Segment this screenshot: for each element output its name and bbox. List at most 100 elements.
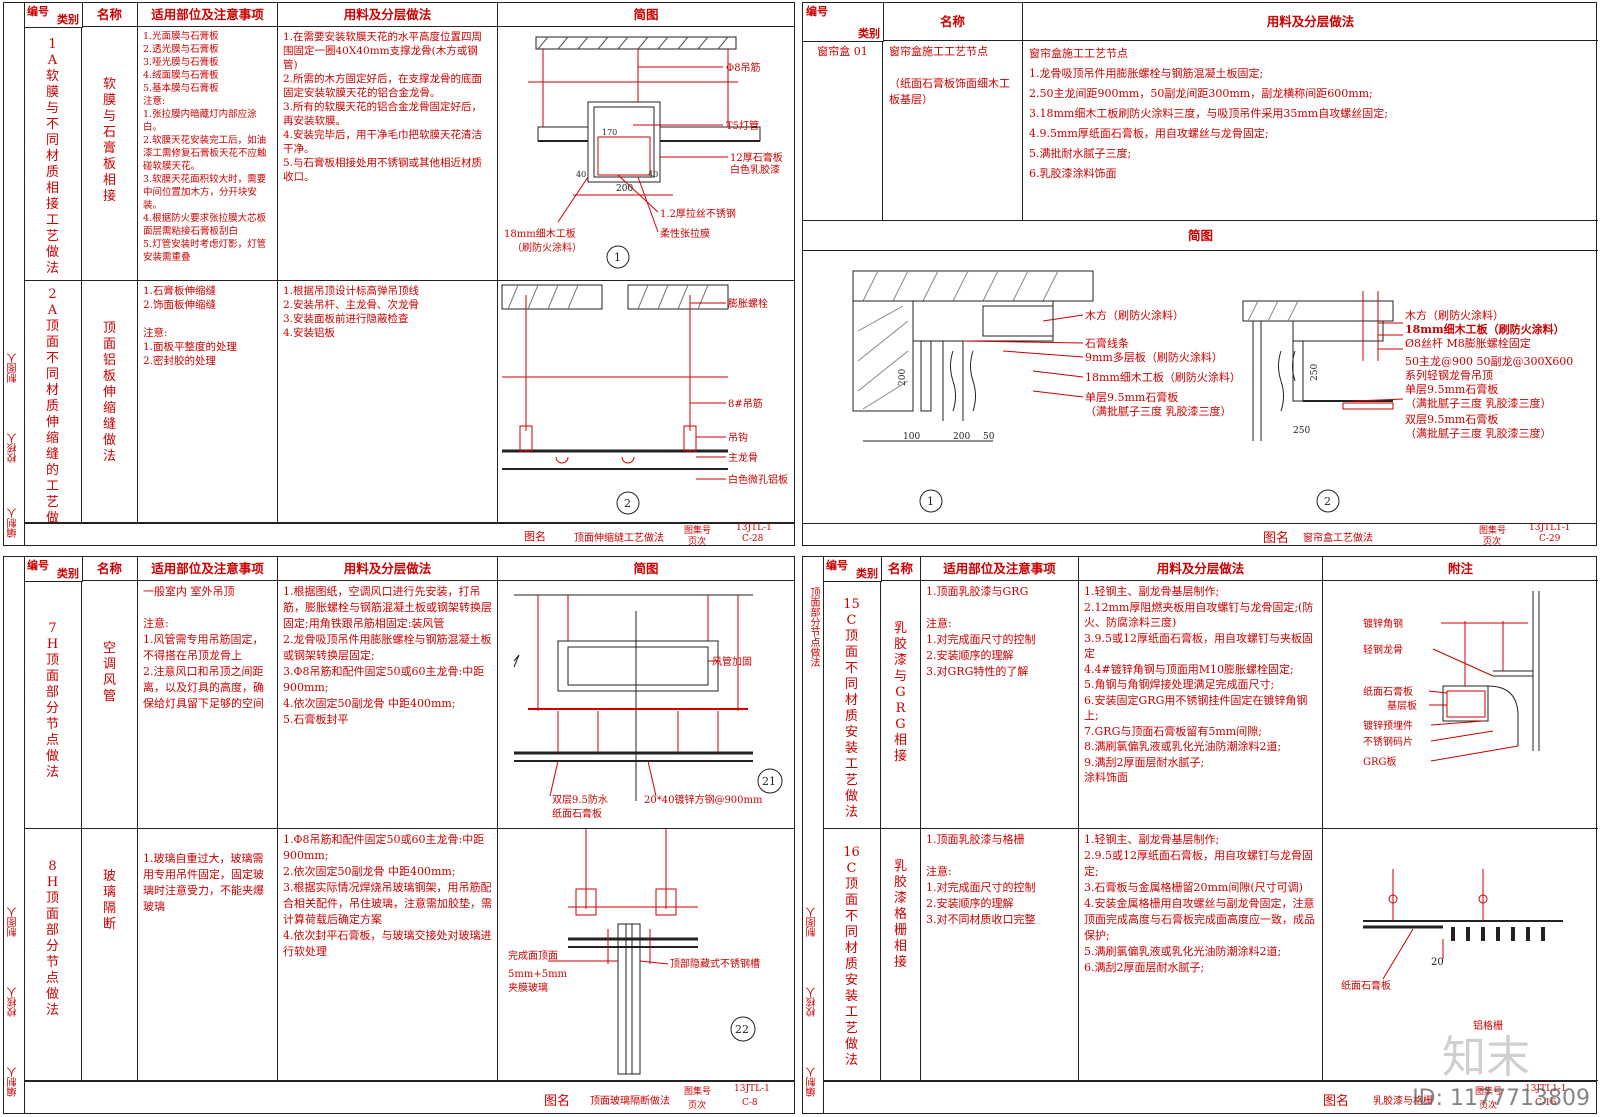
label-ceiling-finish: 完成面顶面 bbox=[508, 949, 558, 962]
label-grg: GRG板 bbox=[1363, 755, 1397, 768]
sketch-grg-joint: 镀锌角钢 轻钢龙骨 纸面石膏板 基层板 镀锌预埋件 不锈钢码片 GRG板 bbox=[1323, 581, 1598, 829]
strip-label-checker: 校核人 bbox=[807, 987, 818, 1017]
header-name: 名称 bbox=[82, 3, 138, 27]
grille-joint-drawing: 20 纸面石膏板 铝格栅 bbox=[1341, 869, 1563, 1032]
label-ss-clip: 不锈钢码片 bbox=[1363, 735, 1413, 748]
header-sketch: 简图 bbox=[498, 557, 794, 581]
header-scope: 适用部位及注意事项 bbox=[138, 557, 278, 581]
header-name: 名称 bbox=[881, 557, 921, 581]
strip-label-compiler: 编制人 bbox=[807, 1067, 818, 1097]
label-gypsum: 12厚石膏板 bbox=[730, 151, 783, 164]
label-angle-steel: 镀锌角钢 bbox=[1363, 617, 1403, 630]
row-name: 顶面铝板伸缩缝做法 bbox=[82, 281, 138, 523]
row-method: 1.根据吊顶设计标高弹吊顶线 2.安装吊杆、主龙骨、次龙骨 3.安装面板前进行隐… bbox=[278, 281, 498, 523]
title-label: 图名 bbox=[1263, 531, 1290, 546]
d2-label-board: 18mm细木工板（刷防火涂料） bbox=[1405, 322, 1565, 336]
label-glass: 5mm+5mm bbox=[508, 969, 568, 980]
label-duct-reinforce: 风管加固 bbox=[712, 655, 752, 668]
row-scope: 1.玻璃自重过大，玻璃需用专用吊件固定，固定玻璃时注意受力，不能夹爆玻璃 bbox=[138, 829, 278, 1081]
dim-gap-20: 20 bbox=[1431, 957, 1444, 968]
header-name: 名称 bbox=[883, 3, 1023, 41]
label-gypsum: 双层9.5防水 bbox=[552, 793, 608, 806]
d1-dim-100: 100 bbox=[903, 432, 920, 442]
row-name: 乳胶漆格栅相接 bbox=[881, 829, 921, 1081]
page-label: 页次 bbox=[688, 1101, 707, 1111]
header-sketch: 简图 bbox=[803, 221, 1598, 251]
title-label: 图名 bbox=[524, 530, 546, 543]
sketch-curtain-box: 木方（刷防火涂料） 石膏线条 9mm多层板（刷防火涂料） 18mm细木工板（刷防… bbox=[803, 251, 1598, 523]
label-wood-note: （刷防火涂料） bbox=[512, 241, 582, 254]
header-name: 名称 bbox=[82, 557, 138, 581]
set-number: 13JTL1-1 bbox=[1529, 523, 1571, 533]
row-scope: 1.顶面乳胶漆与GRG 注意: 1.对完成面尺寸的控制 2.安装顺序的理解 3.… bbox=[921, 581, 1079, 829]
strip-label-compiler: 编制人 bbox=[8, 1067, 19, 1097]
row-method: 1.在需要安装软膜天花的水平高度位置四周围固定一圈40X40mm支撑龙骨(木方或… bbox=[278, 27, 498, 281]
header-method: 用料及分层做法 bbox=[278, 557, 498, 581]
sketch-expansion-joint: 膨胀螺栓 8#吊筋 吊钩 主龙骨 白色微孔铝板 2 bbox=[498, 281, 794, 523]
strip-label-draftsman: 制图人 bbox=[807, 907, 818, 937]
page-number: C-8 bbox=[742, 1098, 758, 1108]
drawing-sheet-c16: 顶面部分节点做法 制图人 校核人 编制人 编号类别 名称 适用部位及注意事项 用… bbox=[802, 556, 1598, 1114]
dim-170: 170 bbox=[602, 128, 617, 137]
set-number: 13JTL-1 bbox=[736, 523, 772, 533]
row-scope: 1.顶面乳胶漆与格栅 注意: 1.对完成面尺寸的控制 2.安装顺序的理解 3.对… bbox=[921, 829, 1079, 1081]
page-label: 页次 bbox=[1483, 537, 1502, 547]
header-number-category: 编号类别 bbox=[24, 3, 83, 28]
d2-dim-250: 250 bbox=[1293, 426, 1310, 436]
set-number: 13JTL-1 bbox=[734, 1084, 770, 1094]
label-rod: 8#吊筋 bbox=[728, 397, 763, 410]
drawing-sheet-c29: 编号类别 名称 用料及分层做法 窗帘盒 01 窗帘盒施工工艺节点 （纸面石膏板饰… bbox=[802, 2, 1598, 547]
sketch-air-duct: 风管加固 双层9.5防水 纸面石膏板 20*40镀锌方钢@900mm 21 bbox=[498, 581, 794, 829]
d1-detail-number: 1 bbox=[927, 495, 934, 508]
row-number: 1A软膜与不同材质相接工艺做法 bbox=[24, 27, 82, 281]
header-method: 用料及分层做法 bbox=[1023, 3, 1598, 41]
header-number-category: 编号类别 bbox=[803, 3, 884, 42]
header-sketch: 简图 bbox=[498, 3, 794, 27]
watermark-id: ID: 1177713809 bbox=[1412, 1086, 1590, 1111]
d2-detail-number: 2 bbox=[1324, 495, 1331, 508]
d2-label-keel: 50主龙@900 50副龙@300X600 bbox=[1405, 355, 1573, 368]
title-block: 图名 顶面玻璃隔断做法 图集号 13JTL-1 页次 C-8 bbox=[24, 1081, 794, 1114]
d2-label-wood: 木方（刷防火涂料） bbox=[1405, 308, 1504, 322]
signature-strip: 制图人 校核人 编制人 bbox=[4, 3, 25, 545]
curtain-box-drawings: 木方（刷防火涂料） 石膏线条 9mm多层板（刷防火涂料） 18mm细木工板（刷防… bbox=[852, 270, 1573, 513]
d2-label-system: 系列轻钢龙骨吊顶 bbox=[1405, 368, 1493, 382]
header-method: 用料及分层做法 bbox=[278, 3, 498, 27]
d2-label-single-gyp: 单层9.5mm石膏板 bbox=[1405, 382, 1498, 396]
strip-label-checker: 校核人 bbox=[8, 433, 19, 463]
title-value: 顶面伸缩缝工艺做法 bbox=[574, 533, 664, 544]
d2-label-finish2: （满批腻子三度 乳胶漆三度） bbox=[1405, 426, 1552, 440]
label-film: 柔性张拉膜 bbox=[660, 227, 710, 240]
label-steel: 1.2厚拉丝不锈钢 bbox=[660, 207, 736, 220]
title-label: 图名 bbox=[1323, 1094, 1350, 1109]
title-label: 图名 bbox=[544, 1094, 571, 1109]
expansion-joint-drawing: 膨胀螺栓 8#吊筋 吊钩 主龙骨 白色微孔铝板 2 bbox=[501, 284, 788, 515]
d2-dim-250-vertical: 250 bbox=[1310, 364, 1320, 381]
label-ss-channel: 顶部隐藏式不锈钢槽 bbox=[670, 957, 760, 970]
sketch-grille-joint: 20 纸面石膏板 铝格栅 bbox=[1323, 829, 1598, 1081]
page-number: C-29 bbox=[1539, 534, 1561, 544]
label-wood: 18mm细木工板 bbox=[504, 227, 576, 240]
row-number: 2A顶面不同材质伸缩缝的工艺做法 bbox=[24, 281, 82, 523]
strip-label-draftsman: 制图人 bbox=[8, 907, 19, 937]
d2-label-double-gyp: 双层9.5mm石膏板 bbox=[1405, 412, 1498, 426]
signature-strip: 顶面部分节点做法 制图人 校核人 编制人 bbox=[803, 557, 824, 1113]
title-value: 顶面玻璃隔断做法 bbox=[590, 1096, 670, 1107]
page-number: C-16 bbox=[1535, 1098, 1557, 1108]
soft-film-section-drawing: Φ8吊筋 T5灯管 12厚石膏板 白色乳胶漆 200 40 40 170 1.2… bbox=[504, 36, 783, 269]
row-name: 乳胶漆与GRG相接 bbox=[881, 581, 921, 829]
row-method: 1.轻钢主、副龙骨基层制作; 2.9.5或12厚纸面石膏板，用自攻螺钉与龙骨固定… bbox=[1079, 829, 1323, 1081]
d1-label-board: 18mm细木工板（刷防火涂料） bbox=[1085, 370, 1241, 384]
drawing-sheet-c8: 制图人 校核人 编制人 编号类别 名称 适用部位及注意事项 用料及分层做法 简图… bbox=[3, 556, 795, 1114]
drawing-sheet-c28: 制图人 校核人 编制人 编号类别 名称 适用部位及注意事项 用料及分层做法 简图… bbox=[3, 2, 795, 547]
row-number: 16C顶面不同材质安装工艺做法 bbox=[823, 829, 881, 1081]
air-duct-drawing: 风管加固 双层9.5防水 纸面石膏板 20*40镀锌方钢@900mm 21 bbox=[513, 594, 783, 820]
label-rod: Φ8吊筋 bbox=[726, 61, 761, 74]
label-panel: 白色微孔铝板 bbox=[728, 473, 788, 486]
row-name: 窗帘盒施工工艺节点 （纸面石膏板饰面细木工板基层） bbox=[883, 41, 1023, 221]
set-label: 图集号 bbox=[684, 526, 712, 536]
row-method: 1.轻钢主、副龙骨基层制作; 2.12mm厚阻燃夹板用自攻螺钉与龙骨固定;(防火… bbox=[1079, 581, 1323, 829]
label-gypsum-2: 纸面石膏板 bbox=[552, 807, 602, 820]
grg-joint-drawing: 镀锌角钢 轻钢龙骨 纸面石膏板 基层板 镀锌预埋件 不锈钢码片 GRG板 bbox=[1363, 591, 1540, 768]
label-square-steel: 20*40镀锌方钢@900mm bbox=[644, 793, 763, 806]
